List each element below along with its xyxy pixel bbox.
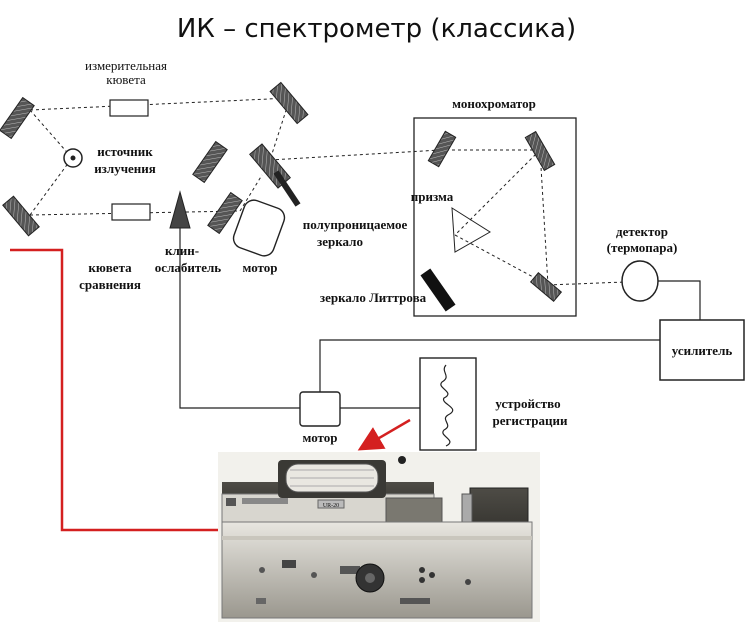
mirror-top-right	[269, 81, 309, 125]
label-semi-mirror-1: полупроницаемое	[303, 217, 408, 232]
motor-bottom-box	[299, 391, 341, 427]
label-semi-mirror-2: зеркало	[317, 234, 363, 249]
label-source-2: излучения	[94, 161, 156, 176]
recorder-box	[419, 357, 477, 451]
optical-beams	[29, 97, 626, 286]
model-plate-text: UR-20	[323, 503, 339, 509]
wiring	[179, 228, 701, 409]
label-measuring-cuvette-2: кювета	[106, 72, 146, 87]
label-littrow-mirror: зеркало Литтрова	[320, 290, 427, 305]
label-monochromator: монохроматор	[452, 96, 536, 111]
label-motor-top: мотор	[243, 260, 278, 275]
recorder-trace	[440, 364, 454, 447]
mirror-mono-1	[427, 130, 457, 168]
spectrometer-photo: UR-20	[218, 452, 540, 622]
label-measuring-cuvette-1: измерительная	[85, 58, 167, 73]
label-detector-2: (термопара)	[607, 240, 678, 255]
label-source-1: источник	[97, 144, 153, 159]
motor-top-icon	[232, 199, 286, 257]
prism-icon	[451, 207, 491, 253]
label-reference-cuvette-1: кювета	[88, 260, 132, 275]
mirror-chopper-1	[192, 140, 228, 184]
mirror-mono-3	[529, 272, 563, 302]
mirror-top-left	[0, 96, 35, 140]
label-wedge-1: клин-	[165, 243, 199, 258]
label-amplifier: усилитель	[672, 343, 733, 358]
label-wedge-2: ослабитель	[155, 260, 222, 275]
reference-cuvette	[111, 203, 151, 221]
label-detector-1: детектор	[616, 224, 668, 239]
mirror-littrow	[420, 268, 456, 312]
monochromator-box	[413, 117, 577, 317]
detector-icon	[621, 260, 659, 302]
model-plate	[317, 499, 345, 509]
measuring-cuvette	[109, 99, 149, 117]
mirror-chopper-2	[207, 191, 243, 235]
mirror-mono-2	[524, 130, 556, 172]
mirror-bottom-left	[2, 195, 40, 237]
label-recorder-1: устройство	[495, 396, 560, 411]
label-prism: призма	[411, 189, 454, 204]
mirrors	[0, 81, 563, 312]
wedge-attenuator	[169, 190, 191, 229]
label-motor-bottom: мотор	[303, 430, 338, 445]
label-recorder-2: регистрации	[493, 413, 568, 428]
label-reference-cuvette-2: сравнения	[79, 277, 141, 292]
slide-title: ИК – спектрометр (классика)	[176, 14, 577, 44]
amplifier-box	[659, 319, 745, 381]
